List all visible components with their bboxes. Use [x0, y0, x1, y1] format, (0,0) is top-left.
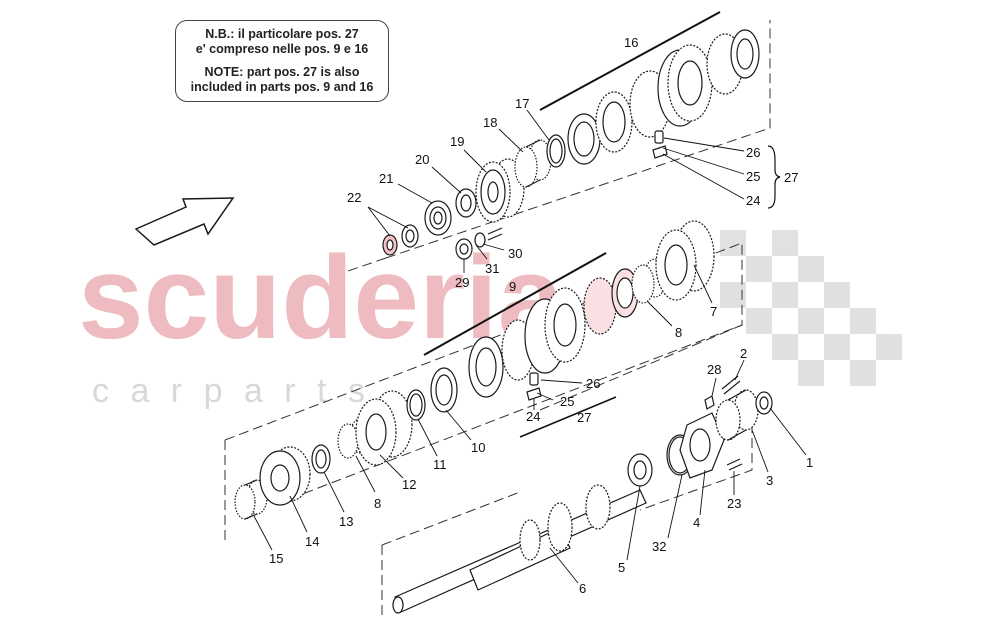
part-30-bolt	[487, 227, 503, 241]
direction-arrow-icon	[134, 197, 235, 246]
callout-27-lower: 27	[577, 410, 591, 425]
leader-lines	[253, 109, 807, 584]
callout-8-lower: 8	[374, 496, 381, 511]
callout-2: 2	[740, 346, 747, 361]
callout-29: 29	[455, 275, 469, 290]
bracket-27-lower	[519, 396, 617, 438]
note-english-line-1: NOTE: part pos. 27 is also	[204, 65, 360, 79]
callout-19: 19	[450, 134, 464, 149]
lower-shaft-parts	[392, 375, 773, 614]
part-26-25-24-detent-middle	[526, 372, 542, 401]
callout-28: 28	[707, 362, 721, 377]
watermark-sub: c a r p a r t s	[92, 372, 371, 410]
callout-31: 31	[485, 261, 499, 276]
part-22-ring-a-hole	[386, 239, 394, 251]
part-6-main-shaft	[392, 484, 647, 614]
part-19-gear	[475, 158, 525, 223]
callout-24-lower: 24	[526, 409, 540, 424]
callout-30: 30	[508, 246, 522, 261]
callout-20: 20	[415, 152, 429, 167]
middle-shaft-parts	[234, 220, 715, 520]
callout-16: 16	[624, 35, 638, 50]
note-box: N.B.: il particolare pos. 27 e' compreso…	[175, 20, 389, 102]
callout-14: 14	[305, 534, 319, 549]
brackets	[423, 11, 781, 438]
note-english-line-2: included in parts pos. 9 and 16	[190, 80, 374, 94]
callout-11: 11	[433, 457, 447, 472]
callout-7: 7	[710, 304, 717, 319]
callout-5: 5	[618, 560, 625, 575]
callout-17: 17	[515, 96, 529, 111]
callout-labels: 1 2 3 4 5 6 7 8 8 9 10 11 12 13 14 15 16…	[269, 35, 813, 596]
bracket-27-upper	[767, 145, 781, 209]
callout-18: 18	[483, 115, 497, 130]
part-23-bolt	[726, 458, 743, 471]
part-3-pinion	[715, 389, 759, 441]
callout-22: 22	[347, 190, 361, 205]
part-7-gear	[655, 220, 715, 301]
callout-12: 12	[402, 477, 416, 492]
part-26-25-24-detent	[652, 130, 668, 159]
callout-1: 1	[806, 455, 813, 470]
part-12-gear	[355, 390, 413, 466]
callout-21: 21	[379, 171, 393, 186]
callout-8-upper: 8	[675, 325, 682, 340]
callout-25-lower: 25	[560, 394, 574, 409]
callout-13: 13	[339, 514, 353, 529]
callout-4: 4	[693, 515, 700, 530]
upper-shaft-parts	[382, 29, 760, 260]
bracket-9	[423, 252, 607, 356]
part-28-plug	[704, 395, 715, 410]
part-16-synchro-assembly	[567, 29, 760, 165]
bracket-16	[539, 11, 721, 111]
callout-26-lower: 26	[586, 376, 600, 391]
callout-3: 3	[766, 473, 773, 488]
part-14-gear	[259, 446, 311, 506]
callout-32: 32	[652, 539, 666, 554]
callout-9: 9	[509, 279, 516, 294]
callout-10: 10	[471, 440, 485, 455]
callout-6: 6	[579, 581, 586, 596]
callout-25-upper: 25	[746, 169, 760, 184]
callout-27-upper: 27	[784, 170, 798, 185]
watermark-checker-flag	[720, 230, 902, 386]
note-italian-line-2: e' compreso nelle pos. 9 e 16	[195, 42, 369, 56]
part-18-needle-bearing	[514, 139, 552, 188]
callout-15: 15	[269, 551, 283, 566]
callout-24-upper: 24	[746, 193, 760, 208]
note-italian-line-1: N.B.: il particolare pos. 27	[205, 27, 359, 41]
part-2-bolt	[721, 375, 741, 395]
part-4-flange	[679, 412, 725, 479]
part-9-synchro-assembly	[468, 268, 639, 398]
callout-23: 23	[727, 496, 741, 511]
part-31-washer	[474, 232, 486, 248]
callout-26-upper: 26	[746, 145, 760, 160]
